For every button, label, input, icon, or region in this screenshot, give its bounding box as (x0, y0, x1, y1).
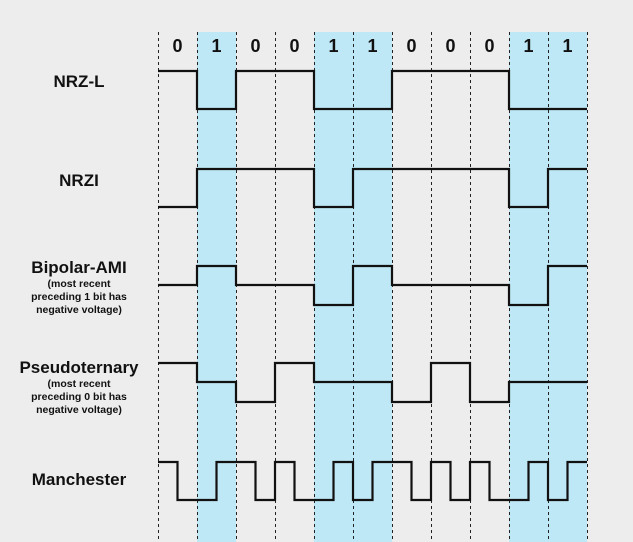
nrzi-title: NRZI (59, 171, 99, 190)
one-bit-highlight-1 (197, 32, 236, 542)
label-manchester: Manchester (0, 470, 158, 490)
bit-label-4: 1 (328, 36, 338, 56)
label-nrzi: NRZI (0, 171, 158, 191)
one-bit-highlights (197, 32, 587, 542)
pseudoternary-note-line-2: preceding 0 bit has (31, 391, 127, 403)
bipolar-ami-title: Bipolar-AMI (31, 258, 127, 277)
bipolar-ami-note-line-3: negative voltage) (36, 304, 122, 316)
bit-label-5: 1 (367, 36, 377, 56)
waveforms (158, 69, 587, 502)
manchester-title: Manchester (31, 470, 127, 489)
waveform-pseudoternary (158, 361, 587, 404)
label-nrz-l: NRZ-L (0, 72, 158, 92)
waveform-nrz-l (158, 69, 587, 111)
bit-label-8: 0 (484, 36, 494, 56)
bit-label-3: 0 (289, 36, 299, 56)
bit-sequence: 0 1 0 0 1 1 0 0 0 1 1 (172, 36, 572, 56)
label-pseudoternary: Pseudoternary (most recent preceding 0 b… (0, 358, 158, 417)
nrz-l-title: NRZ-L (53, 72, 105, 91)
bit-label-1: 1 (211, 36, 221, 56)
bit-label-0: 0 (172, 36, 182, 56)
waveform-bipolar-ami (158, 264, 587, 307)
bipolar-ami-note-line-2: preceding 1 bit has (31, 291, 127, 303)
bit-label-2: 0 (250, 36, 260, 56)
one-bit-highlight-4 (314, 32, 353, 542)
bit-label-6: 0 (406, 36, 416, 56)
one-bit-highlight-5 (353, 32, 392, 542)
bit-label-9: 1 (523, 36, 533, 56)
one-bit-highlight-10 (548, 32, 587, 542)
bipolar-ami-note-line-1: (most recent (47, 278, 111, 290)
bit-label-10: 1 (562, 36, 572, 56)
bit-label-7: 0 (445, 36, 455, 56)
pseudoternary-note-line-3: negative voltage) (36, 404, 122, 416)
label-bipolar-ami: Bipolar-AMI (most recent preceding 1 bit… (0, 258, 158, 317)
waveform-manchester (158, 460, 587, 502)
one-bit-highlight-9 (509, 32, 548, 542)
pseudoternary-title: Pseudoternary (19, 358, 139, 377)
waveform-nrzi (158, 167, 587, 209)
pseudoternary-note-line-1: (most recent (47, 378, 111, 390)
